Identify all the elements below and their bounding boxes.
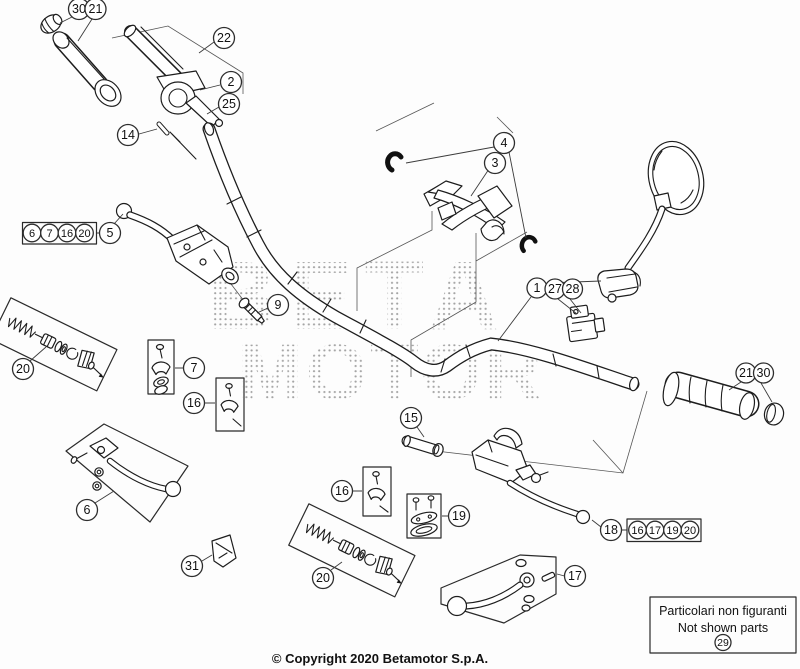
svg-text:3: 3	[492, 156, 499, 170]
svg-text:6: 6	[84, 503, 91, 517]
callout-27: 27	[544, 278, 566, 300]
callouts: 30 21 22 2 25 14 5 6 7 16 20 9	[11, 0, 775, 590]
callout-4: 4	[492, 131, 516, 155]
callout-25: 25	[217, 92, 241, 116]
svg-text:16: 16	[631, 525, 643, 537]
svg-text:17: 17	[568, 569, 582, 583]
svg-text:14: 14	[121, 128, 135, 142]
svg-text:6: 6	[29, 228, 35, 240]
svg-text:30: 30	[72, 2, 86, 16]
callout-6: 6	[75, 498, 99, 522]
svg-text:15: 15	[404, 411, 418, 425]
svg-text:16: 16	[187, 396, 201, 410]
callout-group-brake: 16 17 19 20	[626, 518, 702, 543]
callout-group-clutch: 6 7 16 20	[21, 221, 98, 245]
part-switch	[566, 304, 606, 343]
svg-text:4: 4	[501, 136, 508, 150]
callout-15: 15	[399, 406, 423, 430]
part-sleeve-15	[401, 435, 444, 457]
part-clutch-perch	[115, 202, 239, 285]
svg-text:Not shown parts: Not shown parts	[678, 621, 768, 635]
svg-text:31: 31	[185, 559, 199, 573]
svg-text:29: 29	[717, 637, 729, 649]
svg-text:21: 21	[739, 366, 753, 380]
callout-1: 1	[526, 277, 548, 299]
callout-19: 19	[447, 504, 471, 528]
svg-text:22: 22	[217, 31, 231, 45]
callout-22: 22	[212, 26, 236, 50]
betamotor-watermark: BETA MOTOR	[206, 241, 542, 416]
part-grip-right	[662, 371, 785, 426]
svg-text:9: 9	[275, 298, 282, 312]
callout-28: 28	[561, 278, 584, 300]
svg-text:20: 20	[16, 362, 30, 376]
callout-2: 2	[219, 70, 243, 94]
svg-text:30: 30	[757, 366, 771, 380]
part-kit-16-left	[215, 377, 245, 432]
svg-text:28: 28	[566, 282, 580, 296]
callout-18: 18	[599, 518, 623, 542]
svg-text:27: 27	[548, 282, 562, 296]
svg-text:16: 16	[61, 228, 73, 240]
part-pad-31	[211, 534, 237, 568]
svg-text:16: 16	[335, 484, 349, 498]
part-lever-6	[65, 423, 189, 523]
svg-text:20: 20	[684, 525, 696, 537]
part-kit-7	[147, 339, 175, 395]
callout-17: 17	[563, 564, 587, 588]
part-brake-master	[471, 427, 591, 525]
callout-20-left: 20	[11, 357, 35, 381]
svg-text:20: 20	[316, 571, 330, 585]
not-shown-parts-box: Particolari non figuranti Not shown part…	[649, 596, 797, 654]
part-pin-14	[156, 121, 197, 160]
svg-text:1: 1	[534, 281, 541, 295]
part-lever-17	[440, 554, 557, 624]
callout-21-top: 21	[84, 0, 107, 21]
part-mirror	[597, 140, 705, 303]
callout-31: 31	[180, 554, 204, 578]
callout-30-right: 30	[752, 362, 775, 384]
callout-5: 5	[98, 221, 122, 245]
part-handlebar	[202, 122, 640, 392]
part-grip-left	[40, 13, 122, 107]
svg-text:20: 20	[78, 228, 90, 240]
svg-text:18: 18	[604, 523, 618, 537]
callout-9: 9	[266, 293, 290, 317]
part-throttle	[123, 24, 224, 128]
callout-7: 7	[182, 356, 206, 380]
callout-3: 3	[483, 151, 507, 175]
callout-16-mid: 16	[330, 479, 354, 503]
svg-text:25: 25	[222, 97, 236, 111]
part-rebuild-kit-mid	[288, 503, 416, 598]
svg-text:2: 2	[228, 75, 235, 89]
svg-text:5: 5	[107, 226, 114, 240]
svg-text:17: 17	[649, 525, 661, 537]
svg-text:21: 21	[89, 2, 103, 16]
part-kit-16-mid	[362, 466, 392, 517]
svg-text:Particolari non figuranti: Particolari non figuranti	[659, 604, 787, 618]
svg-text:19: 19	[452, 509, 466, 523]
callout-21-right: 21	[735, 362, 757, 384]
svg-text:19: 19	[666, 525, 678, 537]
callout-20-mid: 20	[311, 566, 335, 590]
svg-text:7: 7	[46, 228, 52, 240]
copyright-text: © Copyright 2020 Betamotor S.p.A.	[272, 651, 488, 666]
callout-16-left: 16	[182, 391, 206, 415]
part-kit-19	[406, 493, 442, 539]
callout-14: 14	[116, 123, 140, 147]
svg-text:7: 7	[191, 361, 198, 375]
part-bar-mount-clamp	[385, 151, 538, 254]
part-bolt-9	[238, 297, 265, 324]
